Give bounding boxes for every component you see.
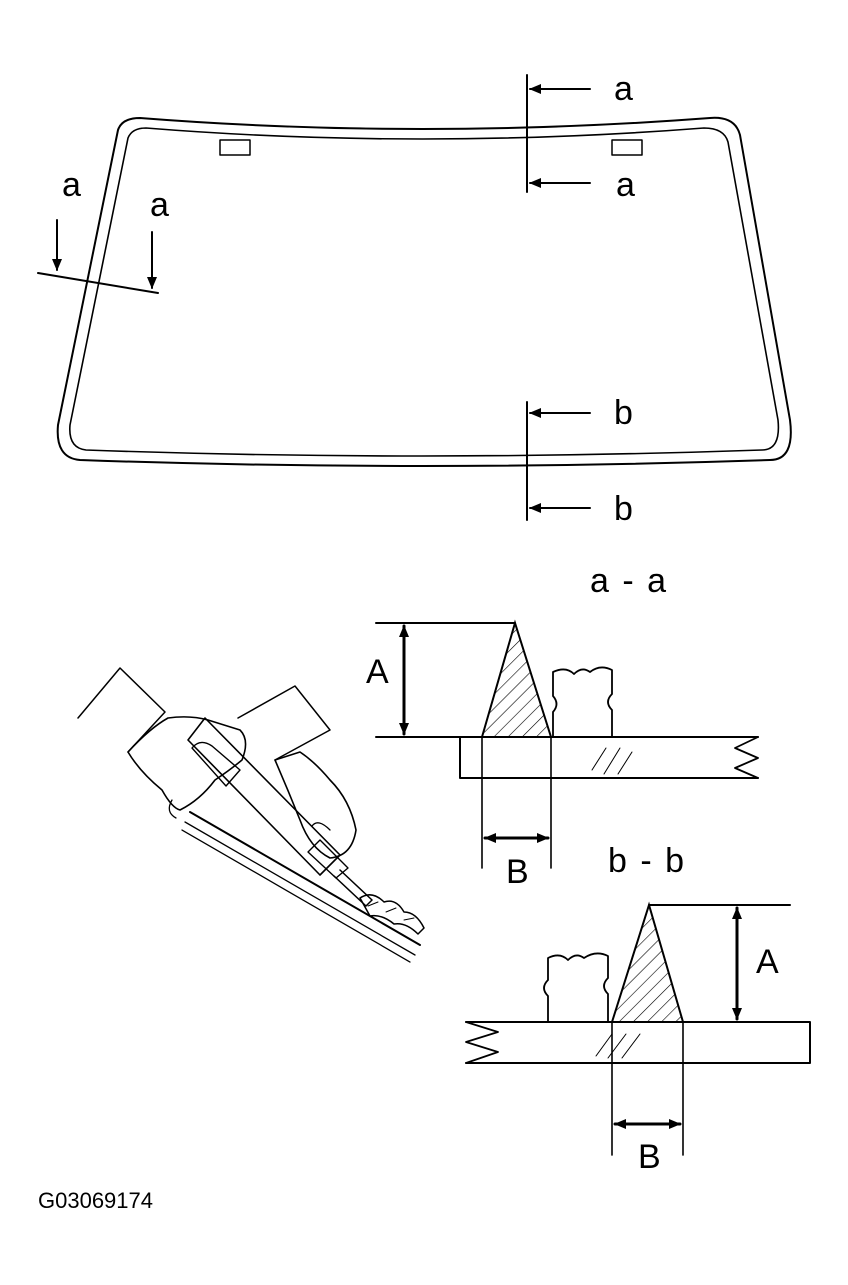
cut-label-a-top-1: a [614, 70, 633, 108]
windshield-glass-icon [56, 116, 792, 467]
cut-line-top-a: a a [526, 70, 635, 204]
section-bb: b - b A B [465, 842, 811, 1176]
cut-label-a-top-2: a [616, 166, 635, 204]
cut-label-a-left-1: a [62, 166, 81, 204]
section-bb-dim-B: B [638, 1138, 661, 1176]
cut-line-left-a: a a [37, 166, 169, 294]
cut-label-b-2: b [614, 490, 633, 528]
figure-code: G03069174 [38, 1188, 153, 1213]
cut-label-b-1: b [614, 394, 633, 432]
section-aa-dim-A: A [366, 653, 389, 691]
section-bb-dim-A: A [756, 943, 779, 981]
section-aa: a - a A B [366, 562, 759, 891]
section-bb-title: b - b [608, 842, 686, 880]
adhesive-gun-icon [77, 667, 425, 963]
cut-label-a-left-2: a [150, 186, 169, 224]
section-aa-title: a - a [590, 562, 668, 600]
cut-line-bottom-b: b b [526, 394, 633, 528]
section-aa-dim-B: B [506, 853, 529, 891]
